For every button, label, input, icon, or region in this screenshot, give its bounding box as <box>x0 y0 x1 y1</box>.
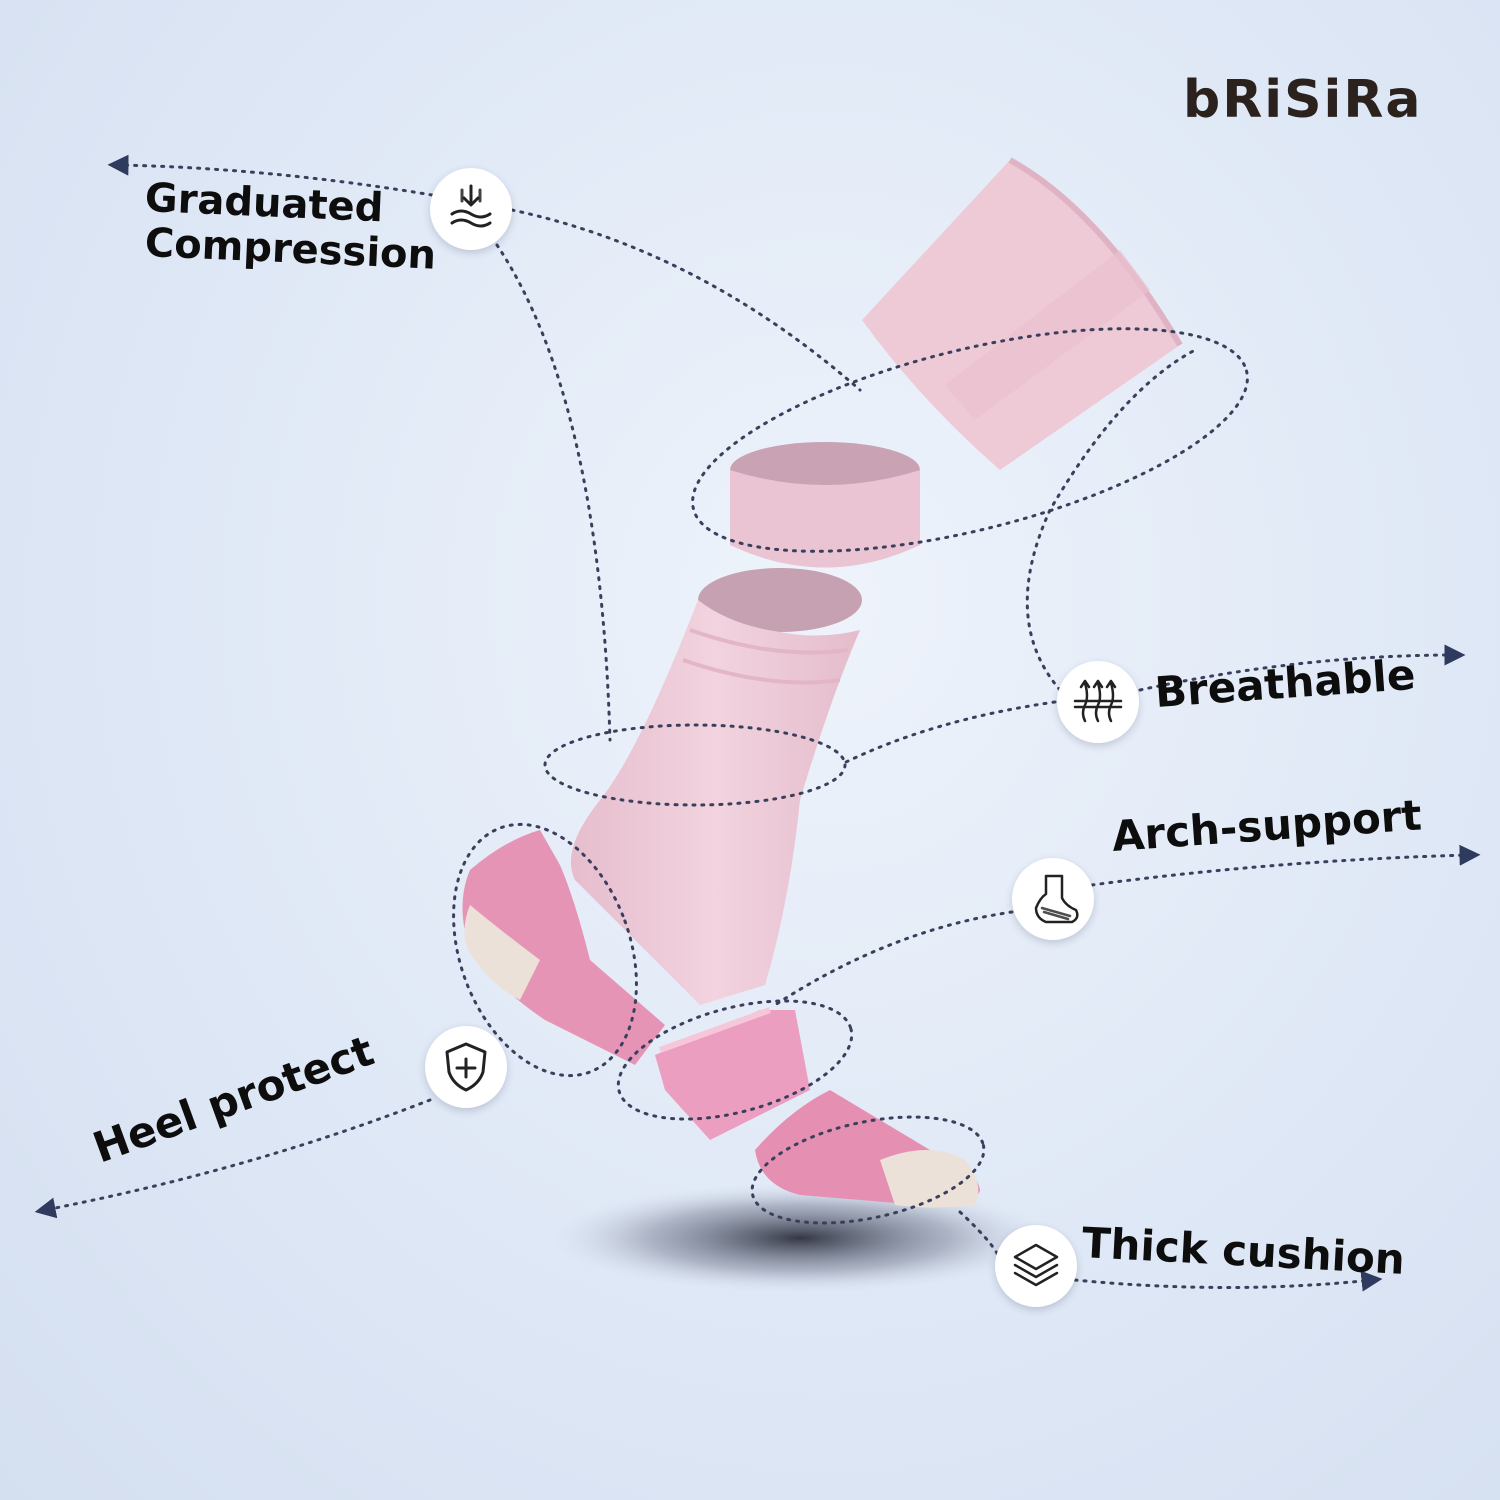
heel-piece <box>462 830 665 1065</box>
sock-arch-icon <box>1012 858 1094 940</box>
toe-piece <box>755 1090 980 1208</box>
shield-plus-icon <box>425 1026 507 1108</box>
orbit-rings <box>452 327 1249 1225</box>
cuff-top-piece <box>862 157 1183 470</box>
compression-arrow-icon <box>430 168 512 250</box>
layers-icon <box>995 1225 1077 1307</box>
connector-lines <box>34 154 1481 1292</box>
leg-piece <box>570 568 862 1005</box>
band-piece <box>730 442 920 568</box>
arch-band-piece <box>655 1007 810 1140</box>
brand-logo: bRiSiRa <box>1183 70 1423 130</box>
floor-shadow <box>550 1183 1050 1293</box>
airflow-icon <box>1057 661 1139 743</box>
